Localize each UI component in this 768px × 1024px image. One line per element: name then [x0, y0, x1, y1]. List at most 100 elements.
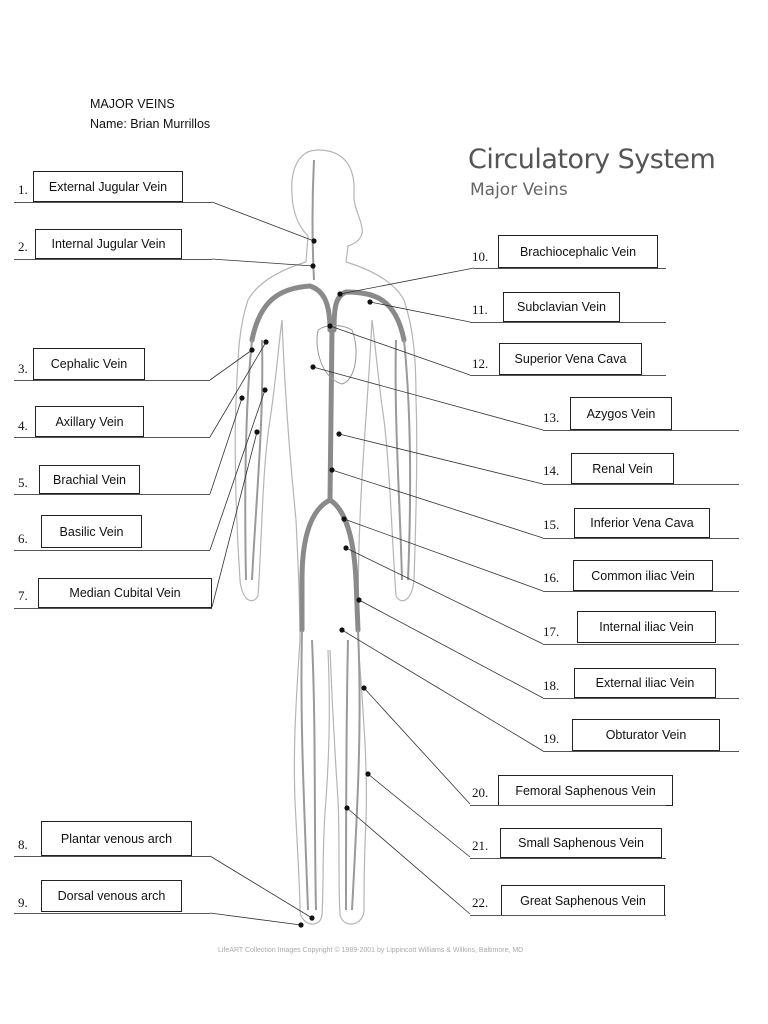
- answer-line-9: [14, 913, 210, 914]
- label-number-5: 5.: [18, 475, 28, 490]
- label-number-3: 3.: [18, 361, 28, 376]
- answer-line-8: [14, 856, 210, 857]
- label-number-17: 17.: [543, 624, 560, 639]
- answer-line-6: [14, 550, 210, 551]
- left-leg-vein-a: [300, 629, 309, 911]
- answer-line-21: [470, 858, 666, 859]
- left-torso-side: [281, 319, 301, 641]
- label-box-obturator: Obturator Vein: [572, 719, 720, 751]
- right-leg-outline: [329, 639, 367, 925]
- answer-line-17: [543, 644, 739, 645]
- label-box-internal-iliac: Internal iliac Vein: [577, 611, 716, 643]
- label-number-12: 12.: [472, 356, 489, 371]
- right-leg-vein-a: [351, 629, 361, 911]
- label-number-20: 20.: [472, 785, 489, 800]
- answer-line-12: [470, 375, 666, 376]
- answer-line-19: [543, 751, 739, 752]
- label-number-7: 7.: [18, 588, 28, 603]
- answer-line-3: [14, 380, 210, 381]
- answer-line-22: [470, 915, 666, 916]
- answer-line-2: [14, 259, 212, 260]
- label-box-basilic: Basilic Vein: [41, 515, 142, 548]
- answer-line-11: [470, 322, 666, 323]
- label-box-dorsal-arch: Dorsal venous arch: [41, 880, 182, 912]
- label-box-inferior-vena-cava: Inferior Vena Cava: [574, 508, 710, 538]
- right-torso-side: [357, 319, 373, 641]
- label-number-1: 1.: [18, 182, 28, 197]
- heart: [316, 325, 357, 385]
- left-arm-vein-b: [251, 339, 264, 581]
- worksheet-title: MAJOR VEINS: [90, 97, 175, 111]
- label-box-azygos: Azygos Vein: [570, 397, 672, 430]
- label-box-external-jugular: External Jugular Vein: [33, 171, 183, 202]
- label-number-11: 11.: [472, 302, 488, 317]
- label-number-19: 19.: [543, 731, 560, 746]
- label-box-plantar-arch: Plantar venous arch: [41, 821, 192, 856]
- left-leg-vein-b: [311, 639, 317, 911]
- label-number-14: 14.: [543, 463, 560, 478]
- label-number-8: 8.: [18, 837, 28, 852]
- answer-line-13: [543, 430, 739, 431]
- label-box-great-saphenous: Great Saphenous Vein: [501, 885, 665, 916]
- label-box-brachiocephalic: Brachiocephalic Vein: [498, 235, 658, 268]
- label-number-9: 9.: [18, 895, 28, 910]
- limb-veins: [244, 159, 412, 911]
- label-box-median-cubital: Median Cubital Vein: [38, 578, 212, 608]
- worksheet-header: MAJOR VEINS Name: Brian Murrillos: [90, 94, 210, 134]
- diagram-title: Circulatory System: [468, 144, 716, 175]
- label-box-renal: Renal Vein: [571, 453, 674, 484]
- answer-line-5: [14, 494, 210, 495]
- label-number-4: 4.: [18, 418, 28, 433]
- right-common-iliac: [327, 497, 361, 633]
- label-box-superior-vena-cava: Superior Vena Cava: [499, 343, 642, 375]
- right-arm-vein-a: [403, 339, 412, 581]
- label-box-brachial: Brachial Vein: [39, 465, 140, 494]
- label-number-16: 16.: [543, 570, 560, 585]
- answer-line-4: [14, 437, 210, 438]
- label-number-21: 21.: [472, 838, 489, 853]
- label-box-subclavian: Subclavian Vein: [503, 292, 620, 322]
- answer-line-7: [14, 608, 212, 609]
- label-box-cephalic: Cephalic Vein: [33, 348, 145, 380]
- student-name: Name: Brian Murrillos: [90, 117, 211, 131]
- answer-line-1: [14, 202, 212, 203]
- right-subclavian-vein: [331, 289, 407, 343]
- marker-dots: [239, 238, 373, 928]
- jugular-vein: [311, 159, 315, 281]
- answer-line-14: [543, 484, 739, 485]
- answer-line-15: [543, 538, 739, 539]
- answer-line-18: [543, 698, 739, 699]
- left-arm-outline: [234, 261, 307, 602]
- vena-cava: [327, 327, 335, 503]
- label-number-22: 22.: [472, 895, 489, 910]
- right-arm-vein-b: [394, 339, 403, 581]
- diagram-subtitle: Major Veins: [470, 180, 568, 200]
- label-number-13: 13.: [543, 410, 560, 425]
- label-box-small-saphenous: Small Saphenous Vein: [500, 828, 662, 858]
- answer-line-20: [470, 805, 666, 806]
- label-box-external-iliac: External iliac Vein: [574, 668, 716, 698]
- label-number-2: 2.: [18, 239, 28, 254]
- major-veins-thick: [249, 283, 407, 633]
- left-subclavian-vein: [249, 283, 333, 343]
- label-number-15: 15.: [543, 517, 560, 532]
- copyright-notice: LifeART Collection Images Copyright © 19…: [218, 947, 524, 954]
- head-outline-left: [291, 149, 319, 263]
- label-number-6: 6.: [18, 531, 28, 546]
- label-number-10: 10.: [472, 249, 489, 264]
- label-number-18: 18.: [543, 678, 560, 693]
- label-box-common-iliac: Common iliac Vein: [573, 560, 713, 591]
- right-inner-arm: [371, 319, 397, 597]
- right-arm-outline: [345, 261, 418, 602]
- label-box-axillary: Axillary Vein: [35, 406, 144, 437]
- label-box-internal-jugular: Internal Jugular Vein: [35, 229, 182, 259]
- answer-line-10: [474, 268, 666, 269]
- leader-lines: [209, 201, 544, 926]
- body-outline: [234, 149, 418, 925]
- left-inner-arm: [257, 319, 283, 597]
- label-box-femoral-saphenous: Femoral Saphenous Vein: [498, 775, 673, 806]
- right-leg-vein-b: [345, 639, 349, 911]
- left-common-iliac: [299, 497, 333, 633]
- answer-line-16: [543, 591, 739, 592]
